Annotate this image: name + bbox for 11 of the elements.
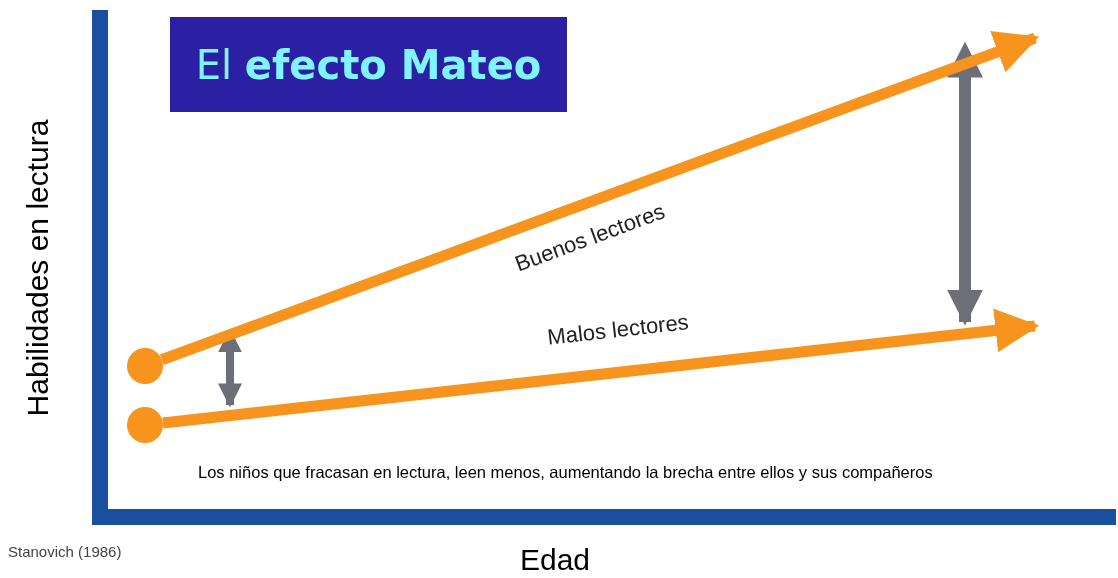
edge-label: Malos lectores (546, 309, 690, 351)
title-banner: El efecto Mateo (170, 17, 567, 112)
source-citation: Stanovich (1986) (8, 543, 122, 560)
start-dot (127, 407, 163, 443)
axis-title: Edad (519, 543, 591, 577)
start-dot (127, 348, 163, 384)
edge-label: Buenos lectores (511, 198, 669, 278)
axis-title: Habilidades en lectura (21, 119, 55, 417)
note-text: Los niños que fracasan en lectura, leen menos, aumentando la brecha entre ellos y sus compañeros (198, 463, 933, 482)
arrow (162, 308, 1040, 429)
arrow (160, 31, 1040, 365)
